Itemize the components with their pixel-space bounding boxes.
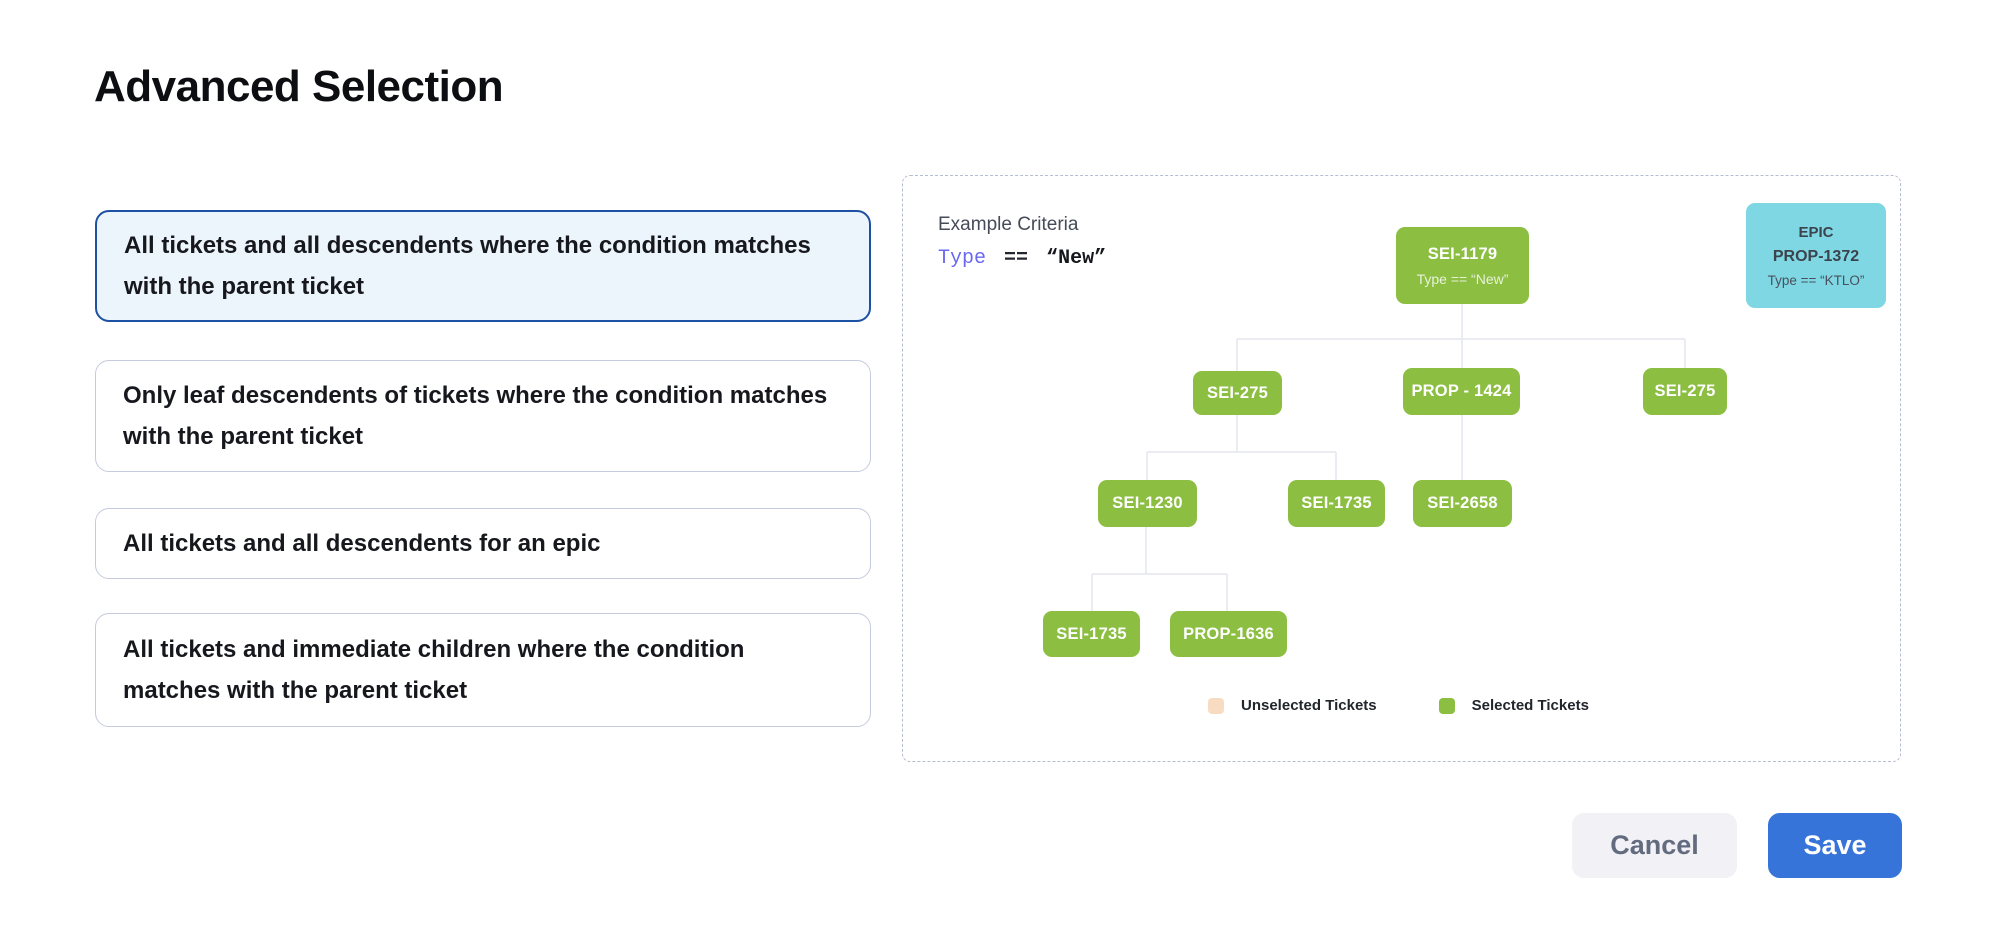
option-card-leaf-descendents-condition[interactable]: Only leaf descendents of tickets where t…: [95, 360, 871, 472]
option-card-immediate-children-condition[interactable]: All tickets and immediate children where…: [95, 613, 871, 727]
page-title: Advanced Selection: [94, 62, 504, 111]
legend: Unselected Tickets Selected Tickets: [1208, 697, 1589, 714]
window-corner-decoration: [0, 0, 12, 12]
example-criteria-heading: Example Criteria: [938, 214, 1079, 235]
epic-id-label: PROP-1372: [1772, 247, 1860, 265]
ticket-node-label: SEI-1179: [1427, 244, 1498, 263]
criteria-operator: ==: [1004, 247, 1029, 270]
legend-label: Unselected Tickets: [1241, 697, 1377, 714]
ticket-node-label: SEI-1735: [1056, 624, 1127, 643]
legend-label: Selected Tickets: [1471, 697, 1589, 714]
ticket-node-label: SEI-1735: [1301, 494, 1372, 512]
criteria-value: “New”: [1046, 247, 1107, 270]
ticket-node-label: SEI-275: [1654, 382, 1716, 400]
ticket-node: SEI-2658: [1413, 480, 1512, 527]
ticket-node-condition: Type == “New”: [1416, 270, 1509, 287]
example-criteria-expression: Type == “New”: [938, 247, 1106, 270]
option-label: Only leaf descendents of tickets where t…: [123, 382, 828, 450]
ticket-node-label: SEI-275: [1206, 383, 1269, 402]
legend-item-unselected: Unselected Tickets: [1208, 697, 1377, 714]
ticket-node-label: SEI-1230: [1112, 494, 1183, 512]
epic-card: EPIC PROP-1372 Type == “KTLO”: [1746, 203, 1886, 308]
ticket-node: PROP - 1424: [1403, 368, 1520, 415]
cancel-button[interactable]: Cancel: [1572, 813, 1737, 878]
epic-kind-label: EPIC: [1798, 223, 1834, 241]
ticket-node-label: PROP - 1424: [1411, 382, 1512, 400]
ticket-node: SEI-275: [1643, 368, 1727, 415]
save-button[interactable]: Save: [1768, 813, 1902, 878]
ticket-node-root: SEI-1179 Type == “New”: [1396, 227, 1529, 304]
unselected-tickets-swatch: [1208, 697, 1224, 714]
selected-tickets-swatch: [1438, 697, 1455, 714]
ticket-node-label: PROP-1636: [1183, 624, 1274, 643]
ticket-node: SEI-1735: [1288, 480, 1385, 527]
option-label: All tickets and all descendents for an e…: [123, 530, 601, 557]
option-label: All tickets and all descendents where th…: [124, 232, 811, 300]
option-label: All tickets and immediate children where…: [123, 636, 745, 704]
criteria-field: Type: [938, 247, 987, 270]
legend-item-selected: Selected Tickets: [1438, 697, 1589, 714]
ticket-node: PROP-1636: [1170, 611, 1287, 657]
ticket-node: SEI-1230: [1098, 480, 1197, 527]
option-card-all-descendents-condition[interactable]: All tickets and all descendents where th…: [95, 210, 871, 322]
ticket-node-label: SEI-2658: [1427, 494, 1498, 512]
ticket-node: SEI-275: [1193, 371, 1282, 415]
epic-condition-label: Type == “KTLO”: [1767, 272, 1865, 288]
ticket-node: SEI-1735: [1043, 611, 1140, 657]
option-card-all-descendents-epic[interactable]: All tickets and all descendents for an e…: [95, 508, 871, 579]
